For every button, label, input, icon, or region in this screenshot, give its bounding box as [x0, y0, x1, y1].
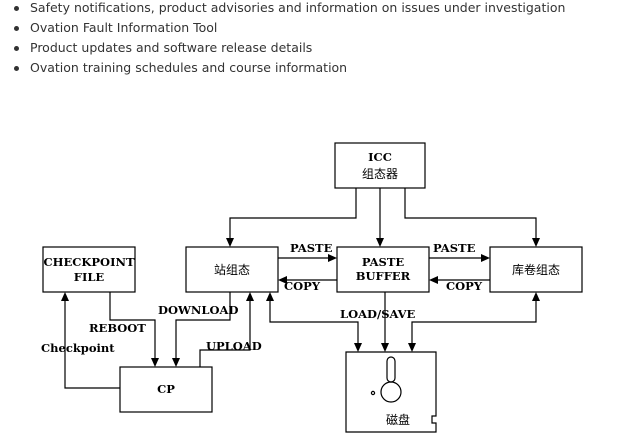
- paste-buffer-box: [336, 246, 430, 293]
- edge-label-download: DOWNLOAD: [158, 303, 238, 317]
- edge-label-copy-left: COPY: [284, 279, 321, 293]
- checkpoint-file-label-2: FILE: [74, 270, 105, 284]
- edge-label-reboot: REBOOT: [89, 321, 146, 335]
- checkpoint-file-box: [42, 246, 136, 293]
- icc-label: ICC: [368, 150, 392, 164]
- edge-label-paste-left: PASTE: [290, 241, 333, 255]
- paste-buffer-label-1: PASTE: [362, 255, 405, 269]
- bullet-text: Product updates and software release det…: [30, 40, 313, 55]
- library-label: 库卷组态: [512, 262, 560, 277]
- cp-label: CP: [157, 382, 175, 396]
- icc-box: [334, 142, 426, 189]
- paste-buffer-label-2: BUFFER: [356, 269, 411, 283]
- bullet-text: Safety notifications, product advisories…: [30, 0, 566, 15]
- disk-label: 磁盘: [386, 412, 410, 427]
- icc-configurator-label: 组态器: [362, 167, 398, 181]
- edge-label-checkpoint: Checkpoint: [41, 341, 115, 355]
- bullet-text: Ovation Fault Information Tool: [30, 20, 218, 35]
- station-label: 站组态: [214, 263, 250, 277]
- cp-box: [119, 366, 213, 413]
- edge-label-upload: UPLOAD: [206, 339, 262, 353]
- bullet-text: Ovation training schedules and course in…: [30, 60, 348, 75]
- disk-icon: [345, 351, 437, 433]
- station-box: [185, 246, 279, 293]
- edge-label-copy-right: COPY: [446, 279, 483, 293]
- edge-label-load-save: LOAD/SAVE: [340, 307, 416, 321]
- edge-label-paste-right: PASTE: [433, 241, 476, 255]
- checkpoint-file-label-1: CHECKPOINT: [43, 255, 134, 269]
